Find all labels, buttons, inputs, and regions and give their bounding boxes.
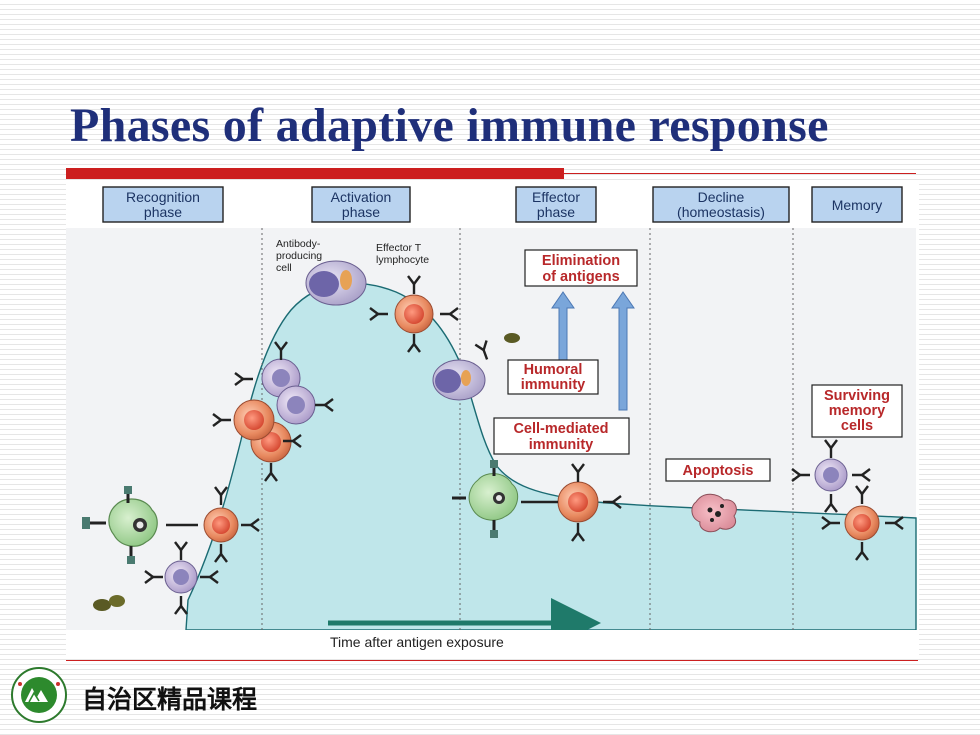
svg-text:(homeostasis): (homeostasis) (677, 204, 765, 220)
phase-box-activation: Activation phase (311, 186, 411, 223)
svg-text:phase: phase (144, 204, 182, 220)
svg-text:immunity: immunity (521, 377, 585, 393)
phase-box-memory: Memory (811, 186, 903, 223)
effector-t-lymphocyte-label: Effector T lymphocyte (376, 242, 429, 266)
antigen-particles (93, 595, 125, 611)
svg-text:Surviving: Surviving (824, 388, 890, 404)
svg-text:Cell-mediated: Cell-mediated (513, 421, 608, 437)
footer-rule (66, 660, 918, 661)
plasma-cell-peak (305, 260, 367, 306)
b-cell-cluster (233, 340, 335, 425)
svg-text:phase: phase (342, 204, 380, 220)
course-label: 自治区精品课程 (82, 685, 258, 714)
svg-text:memory: memory (829, 403, 885, 419)
response-curve (185, 282, 917, 631)
phase-box-recognition: Recognition phase (102, 186, 224, 223)
svg-text:Recognition: Recognition (126, 189, 200, 205)
memory-t-cell (820, 484, 905, 562)
effector-t-cell-peak (368, 274, 460, 354)
svg-text:Activation: Activation (331, 189, 392, 205)
immune-response-figure: Recognition phase Activation phase Effec… (66, 180, 919, 658)
t-cell-cluster (211, 399, 303, 483)
apoptotic-cell (691, 493, 737, 533)
svg-text:of antigens: of antigens (542, 269, 619, 285)
phase-box-decline: Decline (homeostasis) (652, 186, 790, 223)
svg-text:Apoptosis: Apoptosis (683, 463, 754, 479)
svg-text:cell: cell (276, 262, 292, 274)
plasma-cell-effector (432, 333, 520, 401)
phase-box-effector: Effector phase (515, 186, 597, 223)
immune-response-diagram: Recognition phase Activation phase Effec… (66, 180, 919, 658)
svg-text:Memory: Memory (832, 197, 883, 213)
humoral-immunity-box: Humoral immunity (507, 359, 599, 395)
cell-mediated-immunity-box: Cell-mediated immunity (493, 417, 630, 455)
title-underline-rule (564, 173, 916, 174)
svg-text:Antibody-: Antibody- (276, 238, 321, 250)
antigen-presenting-cell-early (82, 486, 158, 564)
svg-text:cells: cells (841, 418, 873, 434)
svg-text:lymphocyte: lymphocyte (376, 254, 429, 266)
svg-text:Effector: Effector (532, 189, 580, 205)
university-logo-icon (10, 666, 68, 724)
memory-b-cell (790, 438, 872, 514)
t-cell-naive (166, 485, 261, 564)
antigen-presenting-cell-effector (452, 460, 519, 538)
slide-title: Phases of adaptive immune response (70, 99, 829, 152)
elimination-of-antigens-box: Elimination of antigens (524, 249, 638, 287)
svg-text:Elimination: Elimination (542, 253, 620, 269)
antibody-producing-cell-label: Antibody- producing cell (276, 238, 322, 274)
svg-text:Effector T: Effector T (376, 242, 422, 254)
b-cell-naive (143, 540, 220, 616)
svg-text:Decline: Decline (698, 189, 745, 205)
svg-text:Humoral: Humoral (524, 362, 583, 378)
title-underline-bar (66, 168, 564, 179)
svg-text:phase: phase (537, 204, 575, 220)
effector-t-cell-late (521, 462, 623, 543)
apoptosis-box: Apoptosis (665, 458, 771, 482)
svg-text:immunity: immunity (529, 437, 593, 453)
svg-text:producing: producing (276, 250, 322, 262)
surviving-memory-cells-box: Surviving memory cells (811, 384, 903, 438)
x-axis-label: Time after antigen exposure (330, 634, 504, 650)
